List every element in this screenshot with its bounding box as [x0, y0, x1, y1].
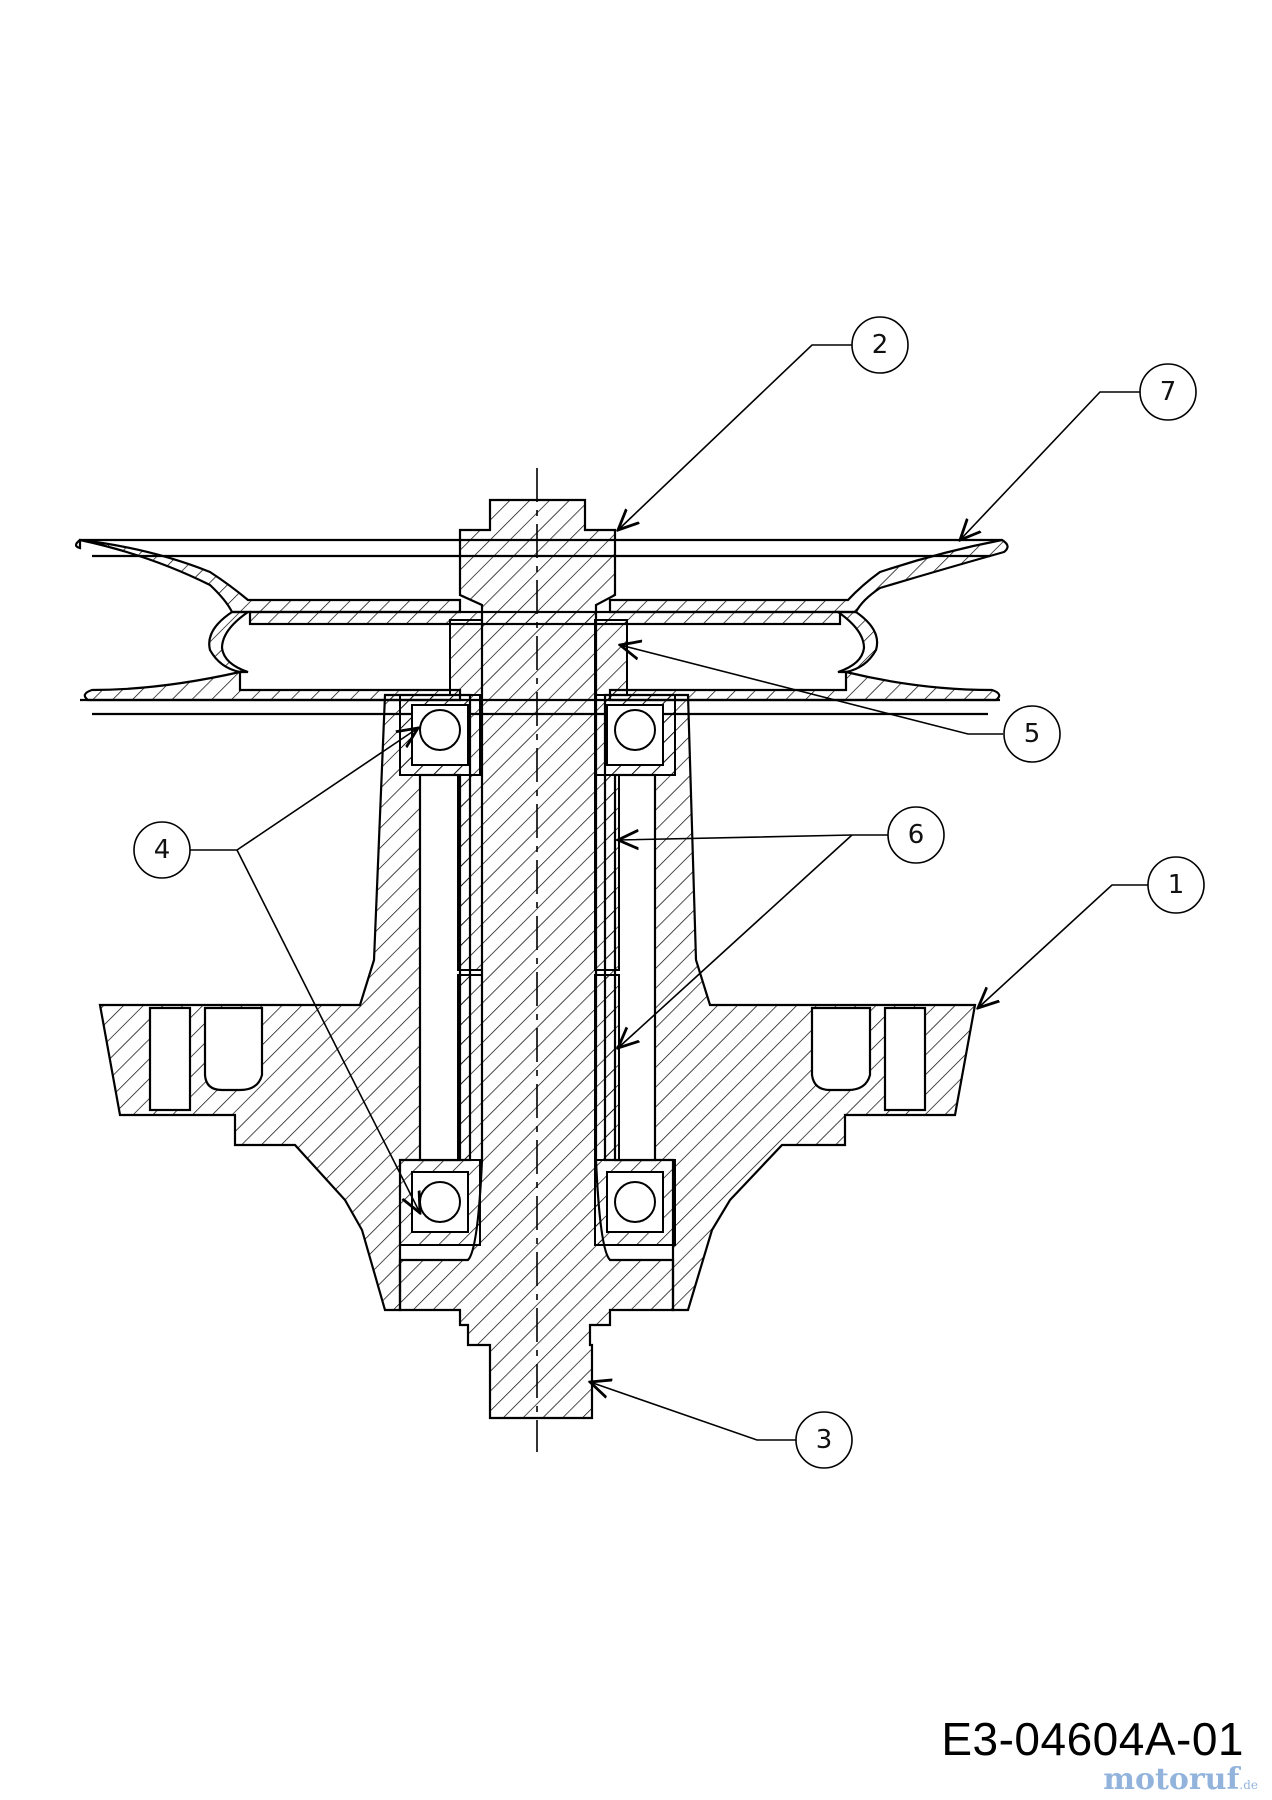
drawing-code: E3-04604A-01: [941, 1713, 1244, 1765]
bearing-upper-left: [399, 694, 481, 776]
spacer-right-upper: [594, 774, 620, 971]
bearing-upper-right: [594, 694, 676, 776]
pulley-upper-flange-left: [74, 538, 462, 614]
leader-4b: [236, 849, 420, 1213]
svg-text:5: 5: [1024, 719, 1041, 749]
watermark-logo: motoruf.de: [1103, 1762, 1258, 1797]
svg-text:7: 7: [1160, 377, 1177, 407]
mount-hole-left-outer: [148, 1006, 192, 1112]
callout-7: 7: [1139, 363, 1197, 421]
leader-lines: [190, 344, 1148, 1441]
callout-bubbles: 2 7 5 4 6 1 3: [133, 316, 1205, 1469]
housing-bore-right: [613, 773, 657, 1162]
spacer-left-lower: [457, 974, 483, 1161]
leader-2: [618, 344, 852, 530]
callout-6: 6: [887, 806, 945, 864]
leader-3: [590, 1382, 796, 1441]
pulley-groove-right: [834, 610, 879, 674]
callout-2: 2: [851, 316, 909, 374]
mount-hole-right-outer: [883, 1006, 927, 1112]
callout-1: 1: [1147, 856, 1205, 914]
callout-4: 4: [133, 821, 191, 879]
svg-text:2: 2: [872, 330, 889, 360]
spacer-right-lower: [594, 974, 620, 1161]
svg-text:4: 4: [154, 835, 171, 865]
leader-7: [960, 391, 1140, 540]
svg-text:3: 3: [816, 1425, 833, 1455]
bearing-lower-right: [594, 1159, 676, 1246]
bearing-lower-left: [399, 1159, 481, 1246]
leader-6b: [618, 834, 853, 1048]
callout-5: 5: [1003, 705, 1061, 763]
spacer-sleeve: [449, 619, 628, 696]
sleeve-left: [449, 619, 483, 696]
leader-5: [620, 645, 1003, 735]
housing-bore-left: [418, 773, 462, 1162]
pulley-upper-flange-right: [608, 538, 1009, 614]
spacer-left-upper: [457, 774, 483, 971]
callout-3: 3: [795, 1411, 853, 1469]
pulley-groove-left: [208, 610, 252, 674]
svg-text:1: 1: [1168, 870, 1185, 900]
sleeve-right: [594, 619, 628, 696]
mount-boss-right: [810, 1006, 872, 1092]
watermark-suffix: .de: [1239, 1778, 1258, 1792]
leader-1: [978, 884, 1148, 1008]
svg-text:6: 6: [908, 820, 925, 850]
mount-boss-left: [203, 1006, 264, 1092]
watermark-name: motoruf: [1103, 1762, 1240, 1797]
